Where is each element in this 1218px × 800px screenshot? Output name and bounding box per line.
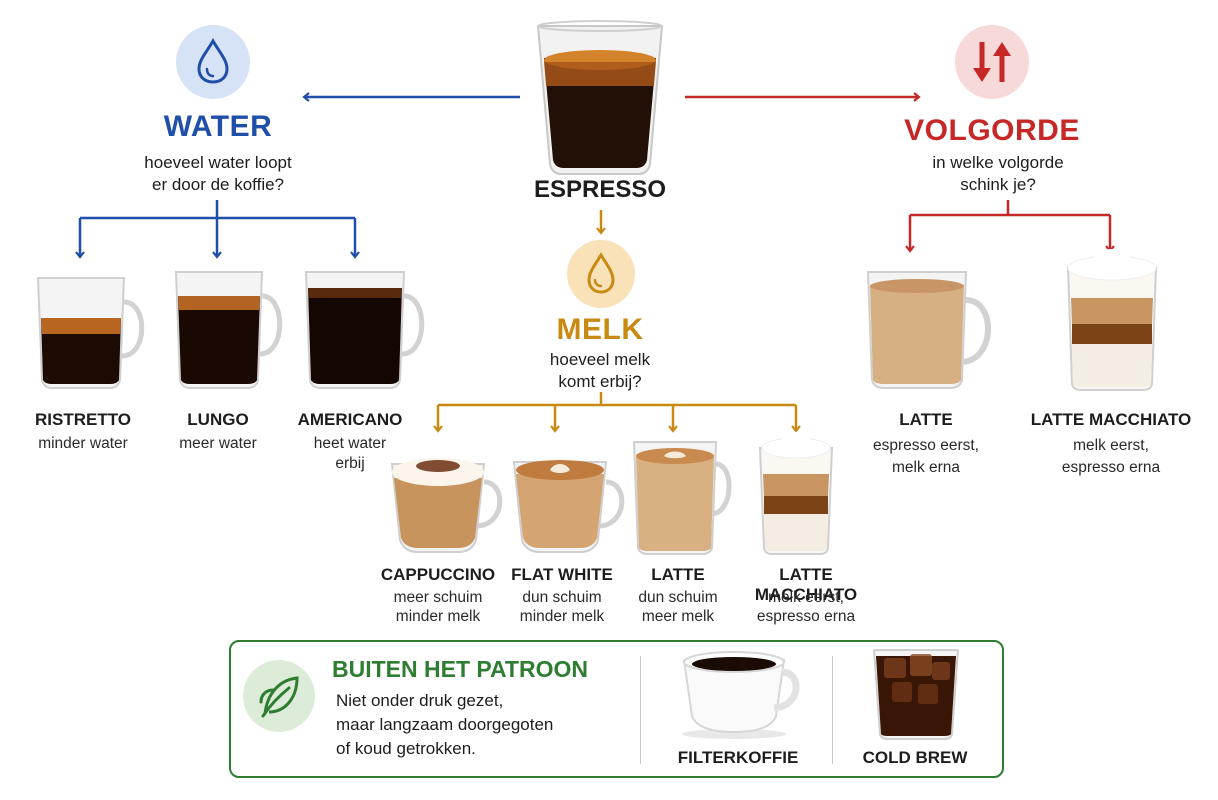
water-item-name: LUNGO [187, 410, 249, 429]
milk-item-name: CAPPUCCINO [380, 565, 496, 584]
lungo-cup [174, 271, 283, 389]
outside-item-name: FILTERKOFFIE [677, 748, 799, 767]
americano-cup [304, 271, 425, 389]
milk-item-name: LATTE MACCHIATO [754, 565, 858, 604]
outside-title: BUITEN HET PATROON [332, 656, 588, 682]
espresso-glass [536, 20, 664, 175]
order-item-desc: melk eerst, [1073, 437, 1149, 454]
water-item-desc: erbij [335, 455, 365, 472]
milk-item-desc: dun schuim [522, 589, 602, 606]
latte-cup [632, 441, 732, 555]
milk-item-desc: espresso erna [756, 608, 856, 625]
latte-mug [866, 271, 991, 389]
latte-macchiato-glass-small [758, 432, 834, 555]
water-branches [75, 200, 360, 259]
milk-item-desc: meer schuim [393, 589, 483, 606]
milk-item-desc: minder melk [519, 608, 605, 625]
panel-divider [640, 656, 641, 764]
milk-branches [433, 392, 801, 433]
outside-text-line3: of koud getrokken. [336, 739, 476, 758]
leaf-icon [259, 676, 299, 718]
filter-coffee-cup [682, 651, 800, 739]
outside-text-line2: maar langzaam doorgegoten [336, 715, 554, 734]
milk-item-name: FLAT WHITE [511, 565, 613, 584]
panel-divider [832, 656, 833, 764]
cold-brew-glass [872, 649, 960, 740]
order-question-line1: in welke volgorde [932, 153, 1064, 172]
water-item-name: AMERICANO [297, 410, 403, 429]
water-title: WATER [163, 110, 273, 143]
order-title: VOLGORDE [904, 114, 1080, 147]
order-icon-circle [955, 25, 1029, 99]
milk-question-line2: komt erbij? [558, 372, 642, 391]
water-question-line1: hoeveel water loopt [144, 153, 292, 172]
milk-icon-circle [567, 240, 635, 308]
water-drop-icon [197, 38, 229, 84]
water-item-desc: heet water [313, 435, 387, 452]
milk-item-desc: meer melk [641, 608, 715, 625]
order-item-desc: espresso eerst, [873, 437, 979, 454]
order-question-line2: schink je? [960, 175, 1036, 194]
milk-item-desc: dun schuim [638, 589, 718, 606]
outside-item-name: COLD BREW [862, 748, 968, 767]
order-item-desc: melk erna [891, 459, 961, 476]
order-item-desc: espresso erna [1061, 459, 1161, 476]
outside-text-line1: Niet onder druk gezet, [336, 691, 504, 710]
water-question-line2: er door de koffie? [152, 175, 284, 194]
latte-macchiato-glass [1066, 249, 1158, 391]
milk-drop-icon [587, 252, 615, 294]
water-icon-circle [176, 25, 250, 99]
root-label: ESPRESSO [533, 176, 667, 203]
water-item-name: RISTRETTO [34, 410, 132, 429]
cappuccino-cup [390, 458, 503, 553]
order-item-name: LATTE MACCHIATO [1030, 410, 1192, 429]
milk-title: MELK [556, 313, 644, 346]
milk-item-desc: melk eerst, [768, 589, 844, 606]
water-item-desc: meer water [179, 435, 257, 452]
water-item-desc: minder water [38, 435, 128, 452]
flat-white-cup [512, 460, 625, 553]
order-item-name: LATTE [899, 410, 953, 429]
milk-item-desc: minder melk [395, 608, 481, 625]
milk-item-name: LATTE [651, 565, 705, 584]
up-down-arrows-icon [973, 42, 1011, 82]
milk-question-line1: hoeveel melk [549, 350, 651, 369]
order-branches [905, 200, 1115, 253]
ristretto-cup [36, 277, 145, 389]
